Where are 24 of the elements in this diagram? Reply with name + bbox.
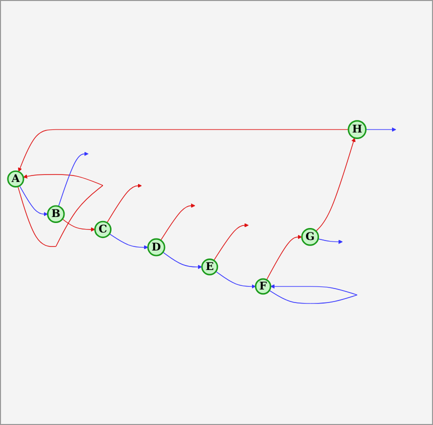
state-circle: C [94, 221, 112, 238]
arrow [62, 218, 96, 232]
state-circle: B [47, 206, 65, 224]
arrow [19, 186, 48, 217]
arrow [365, 128, 396, 132]
arrow [106, 184, 142, 224]
state-circle: G [301, 228, 320, 246]
arrow [162, 252, 202, 270]
state-circle: D [147, 238, 166, 257]
arrow [58, 152, 89, 208]
arrow [318, 238, 343, 244]
state-circle: E [201, 258, 218, 276]
state-circle: F [254, 278, 272, 295]
arrow [316, 138, 356, 232]
arrow [109, 234, 148, 250]
arrow [160, 204, 196, 242]
arrow [18, 174, 104, 248]
arrow [216, 271, 256, 289]
state-circle: A [7, 170, 24, 188]
state-circle: H [348, 120, 367, 140]
arrow [268, 284, 358, 304]
arrow [266, 235, 302, 281]
arrow [213, 223, 249, 262]
arrow [18, 130, 349, 172]
